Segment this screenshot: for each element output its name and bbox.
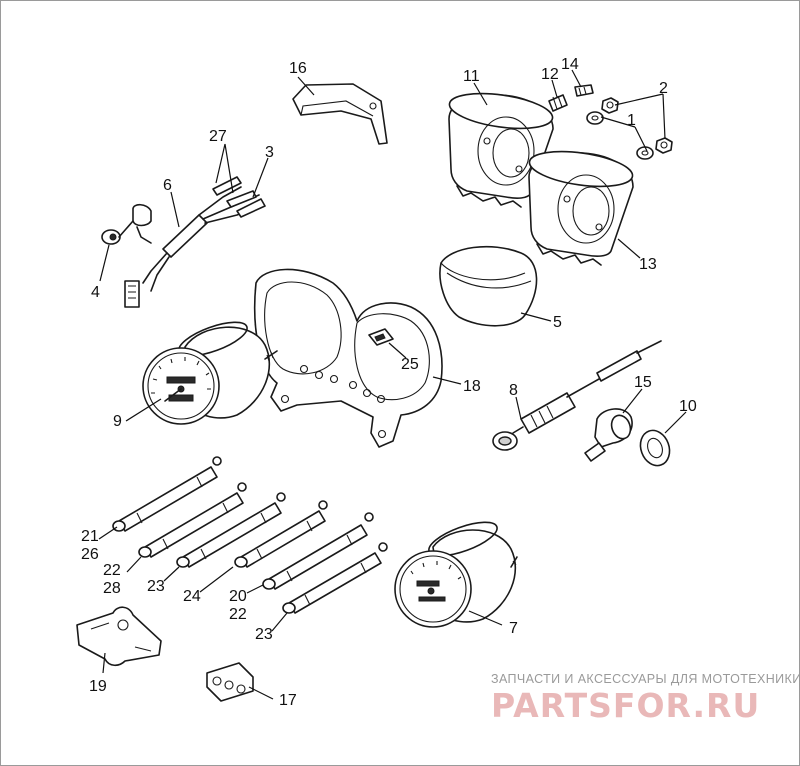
callout-1: 1 <box>627 112 636 129</box>
part-13-cup <box>528 150 634 266</box>
callout-23-lower: 23 <box>255 626 273 643</box>
callout-20: 20 <box>229 588 247 605</box>
cable-6 <box>282 542 388 614</box>
leader-lines <box>98 69 687 700</box>
callout-labels: 16 11 12 14 2 1 13 5 27 3 6 4 9 25 18 8 … <box>81 56 697 709</box>
callout-7: 7 <box>509 620 518 637</box>
callout-6: 6 <box>163 177 172 194</box>
watermark: ЗАПЧАСТИ И АКСЕССУАРЫ ДЛЯ МОТОТЕХНИКИ PA… <box>491 672 799 725</box>
callout-18: 18 <box>463 378 481 395</box>
cable-5 <box>262 512 374 590</box>
part-8-drive <box>492 340 662 451</box>
callout-2: 2 <box>659 80 668 97</box>
callout-11: 11 <box>463 68 480 85</box>
part-1-washer <box>586 111 654 160</box>
callout-3: 3 <box>265 144 274 161</box>
callout-10: 10 <box>679 398 697 415</box>
part-27-terminal <box>212 176 257 208</box>
part-17-grommet <box>206 662 254 702</box>
callout-26: 26 <box>81 546 99 563</box>
callout-5: 5 <box>553 314 562 331</box>
watermark-logo: PARTSFOR.RU <box>491 686 760 725</box>
part-5-ring <box>439 245 538 327</box>
part-9-speedometer <box>142 321 278 425</box>
callout-22-lower: 22 <box>229 606 247 623</box>
cable-4 <box>234 500 328 568</box>
callout-25: 25 <box>401 356 419 373</box>
callout-8: 8 <box>509 382 518 399</box>
harness-connector <box>124 280 140 308</box>
part-25-indicator <box>368 328 394 346</box>
callout-22-upper: 22 <box>103 562 121 579</box>
part-3-terminal <box>236 198 266 218</box>
callout-12: 12 <box>541 66 559 83</box>
callout-15: 15 <box>634 374 652 391</box>
part-16-bracket <box>292 83 388 145</box>
part-11-cup <box>448 92 554 208</box>
cable-3 <box>176 492 286 568</box>
callout-16: 16 <box>289 60 307 77</box>
part-14-screw <box>574 84 594 97</box>
callout-4: 4 <box>91 284 100 301</box>
callout-23-upper: 23 <box>147 578 165 595</box>
callout-24: 24 <box>183 588 201 605</box>
part-12-nut <box>548 94 568 112</box>
cable-2 <box>138 482 247 558</box>
part-4-socket <box>101 203 152 245</box>
callout-21: 21 <box>81 528 99 545</box>
callout-28: 28 <box>103 580 121 597</box>
part-15-adapter <box>584 408 633 462</box>
callout-19: 19 <box>89 678 107 695</box>
cable-1 <box>112 456 222 532</box>
part-10-washer <box>639 429 671 467</box>
part-2-nut <box>601 97 673 154</box>
part-18-bracket <box>253 268 443 448</box>
callout-9: 9 <box>113 413 122 430</box>
part-7-gauge <box>394 521 518 628</box>
callout-13: 13 <box>639 256 657 273</box>
watermark-subtitle: ЗАПЧАСТИ И АКСЕССУАРЫ ДЛЯ МОТОТЕХНИКИ <box>491 672 799 686</box>
part-19-plate <box>76 606 162 667</box>
callout-17: 17 <box>279 692 297 709</box>
callout-14: 14 <box>561 56 579 73</box>
callout-27: 27 <box>209 128 227 145</box>
